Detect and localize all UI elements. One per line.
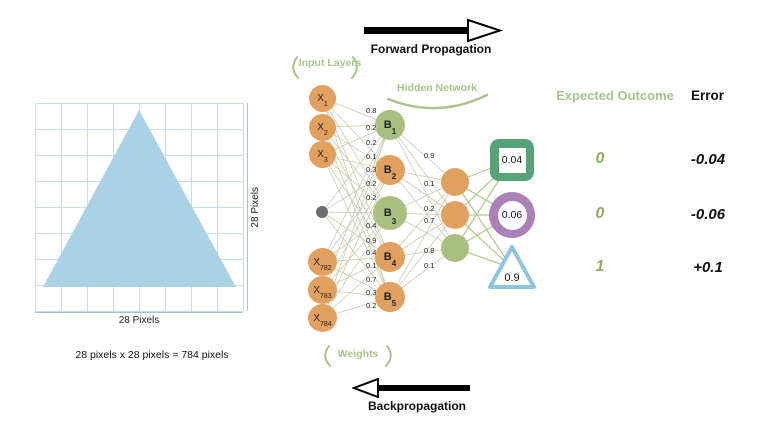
error-header: Error (690, 88, 724, 103)
hidden2-node-2 (441, 201, 469, 229)
ellipsis-dot (316, 206, 328, 218)
expected-outcome-header: Expected Outcome (556, 88, 674, 103)
weight-label: 0.1 (424, 261, 435, 270)
output-square: 0.04 (490, 139, 534, 181)
weight-label: 0.2 (366, 193, 377, 202)
weight-label: 0.3 (366, 288, 377, 297)
hidden-network-swoosh-icon (386, 93, 489, 110)
weight-label: 0.8 (366, 106, 377, 115)
weight-label: 0.9 (366, 236, 377, 245)
input-layers-right-swoosh-icon (351, 56, 358, 79)
hidden-network-label: Hidden Network (397, 82, 477, 94)
forward-propagation-label: Forward Propagation (370, 42, 492, 56)
weight-label: 0.7 (366, 275, 377, 284)
output-circle-value: 0.06 (497, 200, 527, 230)
expected-value-row2: 0 (595, 205, 605, 222)
weight-label: 0.2 (366, 138, 377, 147)
backpropagation-label: Backpropagation (367, 399, 466, 413)
weight-label: 0.2 (366, 301, 377, 310)
output-triangle-value: 0.9 (504, 272, 519, 284)
weight-label: 0.2 (424, 204, 435, 213)
forward-propagation-arrow-icon (364, 18, 504, 43)
expected-value-row1: 0 (595, 150, 605, 167)
pixel-count-caption: 28 pixels x 28 pixels = 784 pixels (75, 349, 229, 361)
input-layers-left-swoosh-icon (292, 56, 299, 79)
output-circle: 0.06 (489, 192, 535, 238)
hidden2-node-3 (441, 234, 469, 262)
weight-label: 0.2 (366, 123, 377, 132)
weights-right-swoosh-icon (385, 345, 392, 367)
weights-left-swoosh-icon (324, 345, 331, 367)
output-triangle: 0.9 (488, 245, 536, 289)
hidden2-node-1 (441, 168, 469, 196)
weight-label: 0.4 (366, 248, 377, 257)
error-value-row2: -0.06 (690, 206, 726, 223)
weight-label: 0.1 (424, 179, 435, 188)
weight-label: 0.4 (366, 221, 377, 230)
error-value-row3: +0.1 (693, 259, 723, 276)
error-value-row1: -0.04 (690, 151, 726, 168)
weight-label: 0.3 (366, 165, 377, 174)
weight-label: 0.9 (424, 151, 435, 160)
weights-label: Weights (337, 348, 379, 360)
pixel-grid (35, 103, 244, 312)
expected-value-row3: 1 (595, 258, 605, 275)
weight-label: 0.2 (366, 179, 377, 188)
triangle-image (43, 110, 236, 287)
width-measure-line (35, 312, 243, 313)
weight-label: 0.7 (424, 216, 435, 225)
height-measure-line (247, 103, 248, 311)
weight-label: 0.8 (424, 246, 435, 255)
output-square-value: 0.04 (498, 147, 526, 173)
backpropagation-arrow-icon (352, 378, 470, 398)
weight-label: 0.1 (366, 152, 377, 161)
weight-label: 0.1 (366, 261, 377, 270)
width-measure-label: 28 Pixels (118, 315, 160, 326)
input-layers-label: Input Layers (298, 57, 362, 69)
